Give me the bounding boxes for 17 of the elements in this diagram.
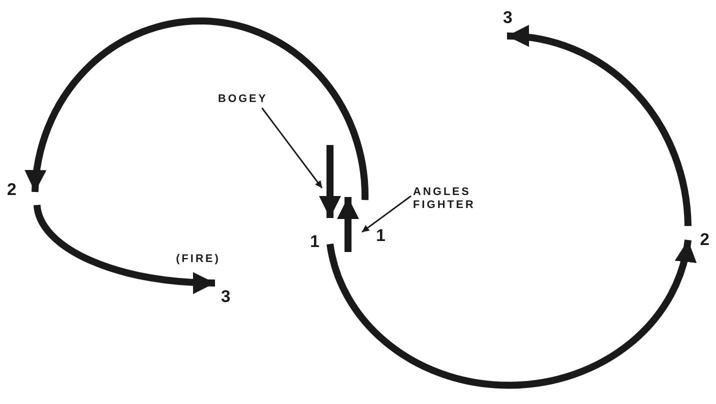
position-number: 1 bbox=[310, 232, 320, 252]
position-number: 2 bbox=[700, 230, 710, 250]
aircraft-label: BOGEY bbox=[218, 93, 268, 106]
aircraft-label: ANGLES FIGHTER bbox=[413, 186, 483, 212]
flight-path-arrow bbox=[506, 26, 692, 226]
position-number: 3 bbox=[503, 8, 512, 28]
flight-path-arrow bbox=[326, 239, 695, 389]
maneuver-note: (FIRE) bbox=[176, 253, 220, 265]
flight-path-arrow bbox=[319, 145, 341, 218]
position-number: 1 bbox=[376, 226, 386, 246]
flight-path-arrow bbox=[26, 18, 368, 200]
flight-path-arrow bbox=[337, 197, 359, 252]
leader-arrow bbox=[261, 108, 323, 188]
leader-arrow bbox=[362, 195, 412, 233]
position-number: 3 bbox=[221, 287, 230, 307]
position-number: 2 bbox=[7, 180, 16, 200]
flight-path-arrow bbox=[34, 204, 216, 294]
